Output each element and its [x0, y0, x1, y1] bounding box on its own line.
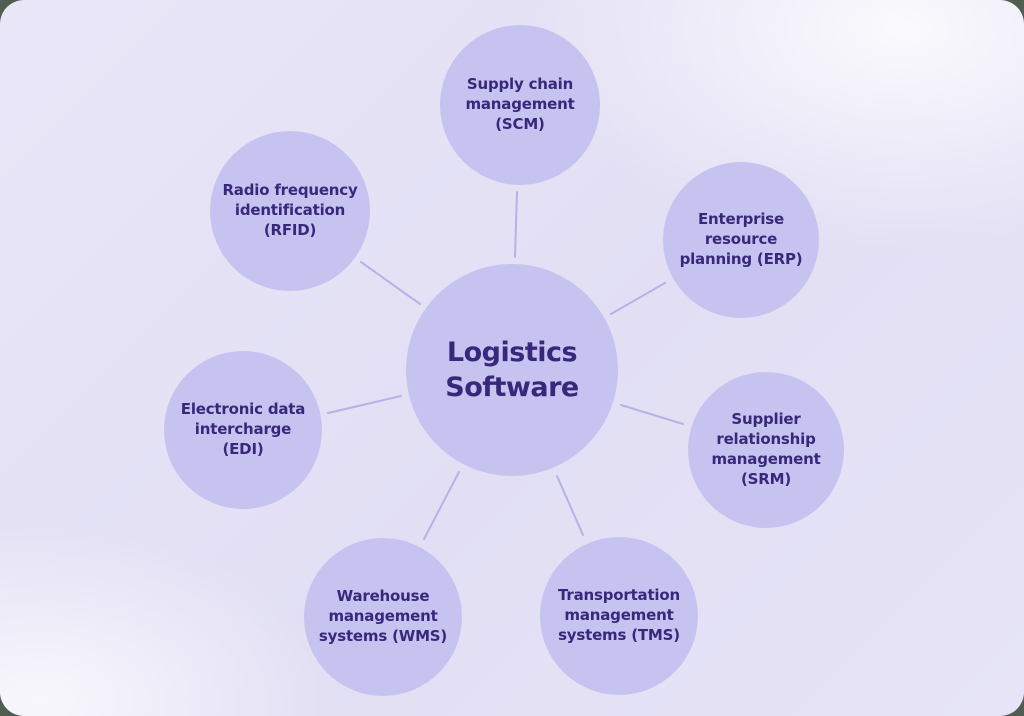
connector-wms — [423, 471, 460, 540]
node-warehouse-management-systems: Warehouse management systems (WMS) — [304, 538, 462, 696]
node-supplier-relationship-management-label: Supplier relationship management (SRM) — [711, 410, 821, 488]
connector-srm — [620, 404, 684, 425]
node-electronic-data-intercharge-label: Electronic data intercharge (EDI) — [180, 400, 306, 458]
node-supply-chain-management: Supply chain management (SCM) — [440, 25, 600, 185]
connector-tms — [556, 475, 584, 536]
connector-rfid — [360, 261, 421, 305]
node-warehouse-management-systems-label: Warehouse management systems (WMS) — [318, 587, 448, 645]
node-transportation-management-systems-label: Transportation management systems (TMS) — [558, 586, 680, 644]
connector-edi — [327, 395, 402, 414]
node-logistics-software: Logistics Software — [406, 264, 618, 476]
node-supply-chain-management-label: Supply chain management (SCM) — [465, 75, 575, 133]
node-supplier-relationship-management: Supplier relationship management (SRM) — [688, 372, 844, 528]
node-enterprise-resource-planning-label: Enterprise resource planning (ERP) — [679, 210, 803, 268]
node-electronic-data-intercharge: Electronic data intercharge (EDI) — [164, 351, 322, 509]
node-logistics-software-label: Logistics Software — [445, 336, 579, 403]
node-transportation-management-systems: Transportation management systems (TMS) — [540, 537, 698, 695]
node-radio-frequency-identification-label: Radio frequency identification (RFID) — [222, 181, 358, 239]
connector-scm — [514, 191, 518, 258]
node-enterprise-resource-planning: Enterprise resource planning (ERP) — [663, 162, 819, 318]
node-radio-frequency-identification: Radio frequency identification (RFID) — [210, 131, 370, 291]
connector-erp — [610, 282, 666, 315]
